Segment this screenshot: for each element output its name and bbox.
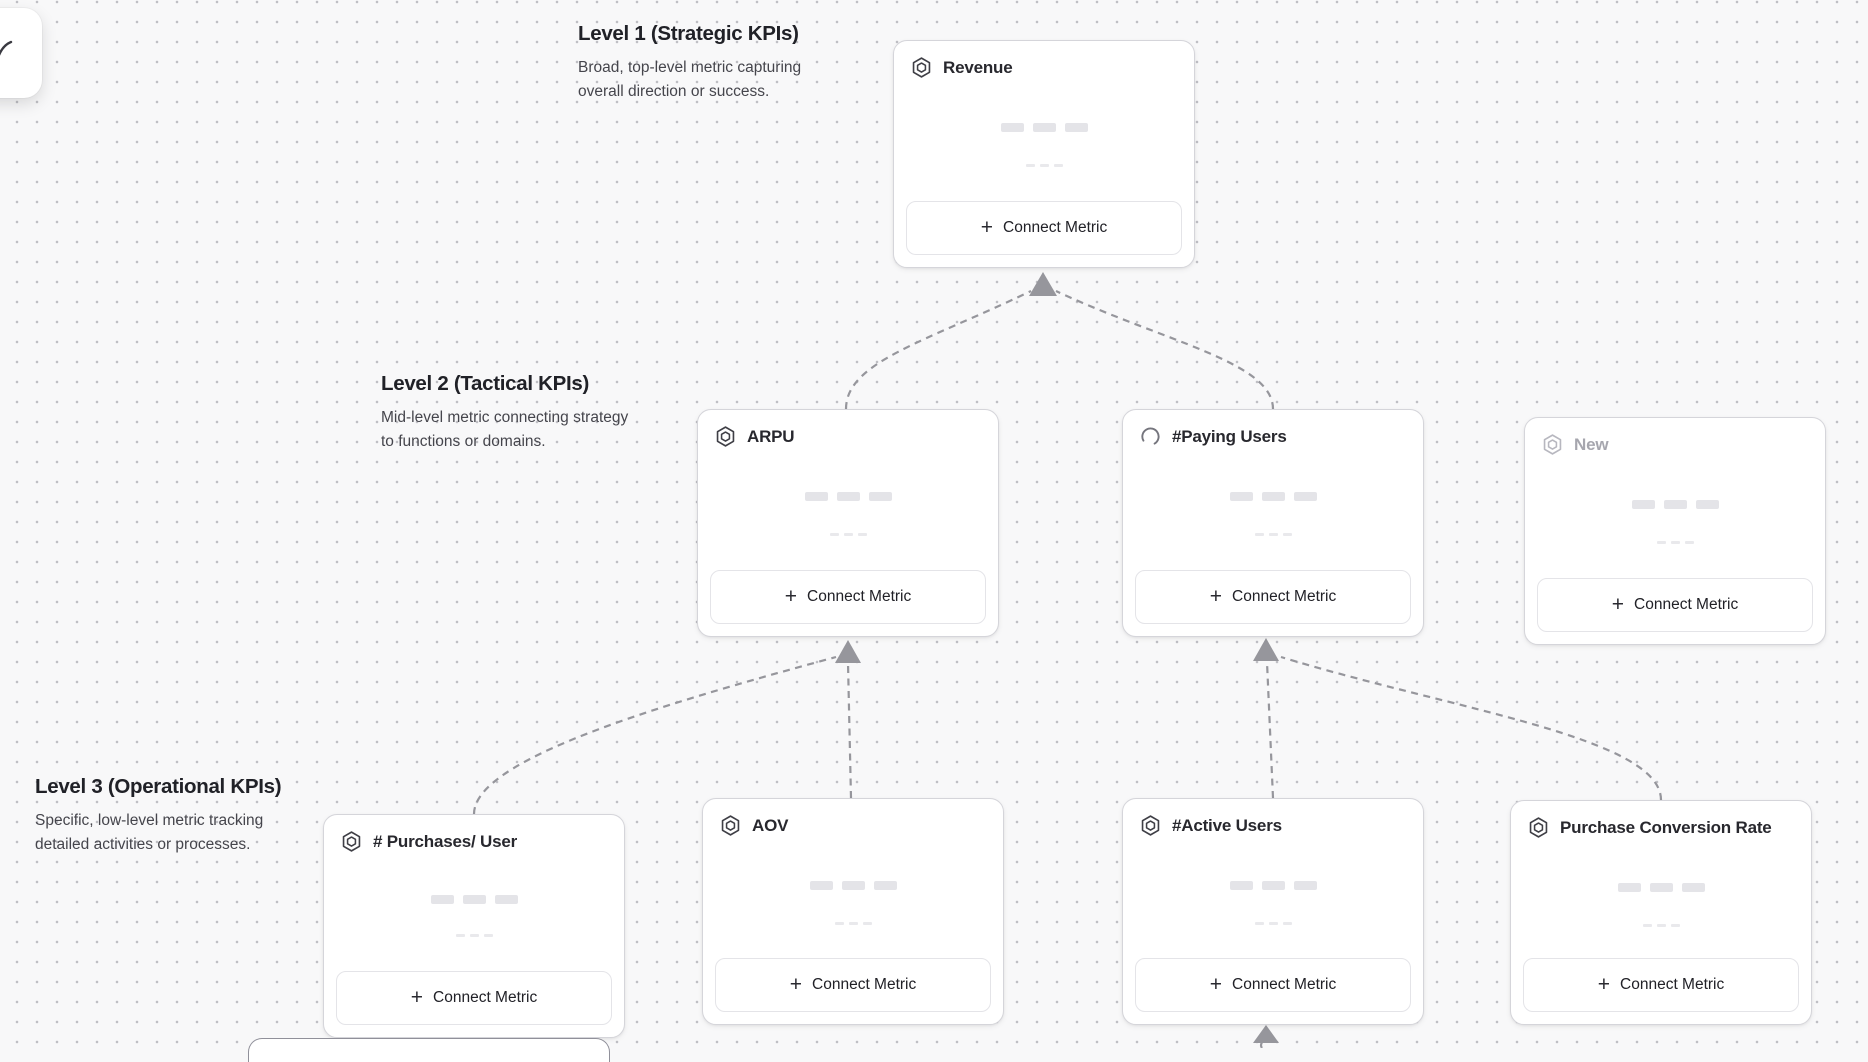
spinner-icon xyxy=(1141,427,1160,445)
metric-hexagon-icon xyxy=(912,57,931,78)
connect-metric-label: Connect Metric xyxy=(1634,596,1739,613)
card-title: #Paying Users xyxy=(1172,426,1287,446)
metric-hexagon-icon xyxy=(1141,815,1160,836)
connect-metric-label: Connect Metric xyxy=(433,989,538,1006)
metric-placeholder-bars xyxy=(698,492,998,501)
connect-metric-label: Connect Metric xyxy=(1232,588,1337,605)
level-1-title: Level 1 (Strategic KPIs) xyxy=(578,22,799,45)
plus-icon: + xyxy=(1209,584,1223,608)
level-3-title: Level 3 (Operational KPIs) xyxy=(35,775,282,798)
metric-hexagon-icon xyxy=(1529,817,1548,838)
metric-placeholder-bars xyxy=(703,881,1003,890)
plus-icon: + xyxy=(1611,592,1625,616)
kpi-card-paying-users[interactable]: #Paying Users + Connect Metric xyxy=(1122,409,1424,637)
plus-icon: + xyxy=(784,584,798,608)
metric-placeholder-bars xyxy=(1525,500,1825,509)
card-title: Purchase Conversion Rate xyxy=(1560,817,1772,837)
metric-hexagon-icon xyxy=(342,831,361,852)
metric-placeholder-bars xyxy=(894,123,1194,132)
connect-metric-button[interactable]: + Connect Metric xyxy=(715,958,991,1012)
floating-toolbar[interactable] xyxy=(0,8,42,98)
plus-icon: + xyxy=(789,972,803,996)
metric-placeholder-bars xyxy=(1123,881,1423,890)
plus-icon: + xyxy=(980,215,994,239)
metric-placeholder-dashes xyxy=(1123,922,1423,925)
metric-placeholder-dashes xyxy=(324,934,624,937)
kpi-card-partial-offscreen[interactable] xyxy=(248,1038,610,1062)
level-2-description: Mid-level metric connecting strategy to … xyxy=(381,409,629,450)
connect-metric-label: Connect Metric xyxy=(1232,976,1337,993)
card-title: New xyxy=(1574,434,1609,454)
plus-icon: + xyxy=(1597,972,1611,996)
metric-placeholder-dashes xyxy=(1511,924,1811,927)
connect-metric-button[interactable]: + Connect Metric xyxy=(1537,578,1813,632)
metric-placeholder-dashes xyxy=(698,533,998,536)
connect-metric-label: Connect Metric xyxy=(1620,976,1725,993)
level-1-label: Level 1 (Strategic KPIs) Broad, top-leve… xyxy=(578,22,830,104)
kpi-card-new[interactable]: New + Connect Metric xyxy=(1524,417,1826,645)
plus-icon: + xyxy=(1209,972,1223,996)
connect-metric-button[interactable]: + Connect Metric xyxy=(906,201,1182,255)
level-3-description: Specific, low-level metric tracking deta… xyxy=(35,812,264,853)
metric-hexagon-icon xyxy=(716,426,735,447)
kpi-card-purchase-conversion-rate[interactable]: Purchase Conversion Rate + Connect Metri… xyxy=(1510,800,1812,1025)
plus-icon: + xyxy=(410,985,424,1009)
card-title: ARPU xyxy=(747,426,795,446)
metric-placeholder-dashes xyxy=(1525,541,1825,544)
kpi-card-revenue[interactable]: Revenue + Connect Metric xyxy=(893,40,1195,268)
metric-placeholder-bars xyxy=(1123,492,1423,501)
connect-metric-button[interactable]: + Connect Metric xyxy=(1523,958,1799,1012)
level-2-title: Level 2 (Tactical KPIs) xyxy=(381,372,590,395)
level-2-label: Level 2 (Tactical KPIs) Mid-level metric… xyxy=(381,372,633,454)
tool-icon xyxy=(0,40,13,56)
connect-metric-label: Connect Metric xyxy=(807,588,912,605)
metric-placeholder-bars xyxy=(324,895,624,904)
kpi-card-purchases-per-user[interactable]: # Purchases/ User + Connect Metric xyxy=(323,814,625,1038)
kpi-card-aov[interactable]: AOV + Connect Metric xyxy=(702,798,1004,1025)
card-title: # Purchases/ User xyxy=(373,831,518,851)
kpi-card-arpu[interactable]: ARPU + Connect Metric xyxy=(697,409,999,637)
kpi-card-active-users[interactable]: #Active Users + Connect Metric xyxy=(1122,798,1424,1025)
connect-metric-label: Connect Metric xyxy=(812,976,917,993)
card-title: AOV xyxy=(752,815,789,835)
level-3-label: Level 3 (Operational KPIs) Specific, low… xyxy=(35,775,297,857)
metric-placeholder-dashes xyxy=(1123,533,1423,536)
connect-metric-button[interactable]: + Connect Metric xyxy=(1135,958,1411,1012)
connect-metric-button[interactable]: + Connect Metric xyxy=(1135,570,1411,624)
card-title: #Active Users xyxy=(1172,815,1282,835)
metric-placeholder-dashes xyxy=(703,922,1003,925)
metric-placeholder-bars xyxy=(1511,883,1811,892)
metric-hexagon-icon xyxy=(1543,434,1562,455)
card-title: Revenue xyxy=(943,57,1013,77)
connect-metric-button[interactable]: + Connect Metric xyxy=(710,570,986,624)
level-1-description: Broad, top-level metric capturing overal… xyxy=(578,59,802,100)
metric-placeholder-dashes xyxy=(894,164,1194,167)
connect-metric-label: Connect Metric xyxy=(1003,219,1108,236)
connect-metric-button[interactable]: + Connect Metric xyxy=(336,971,612,1025)
metric-hexagon-icon xyxy=(721,815,740,836)
